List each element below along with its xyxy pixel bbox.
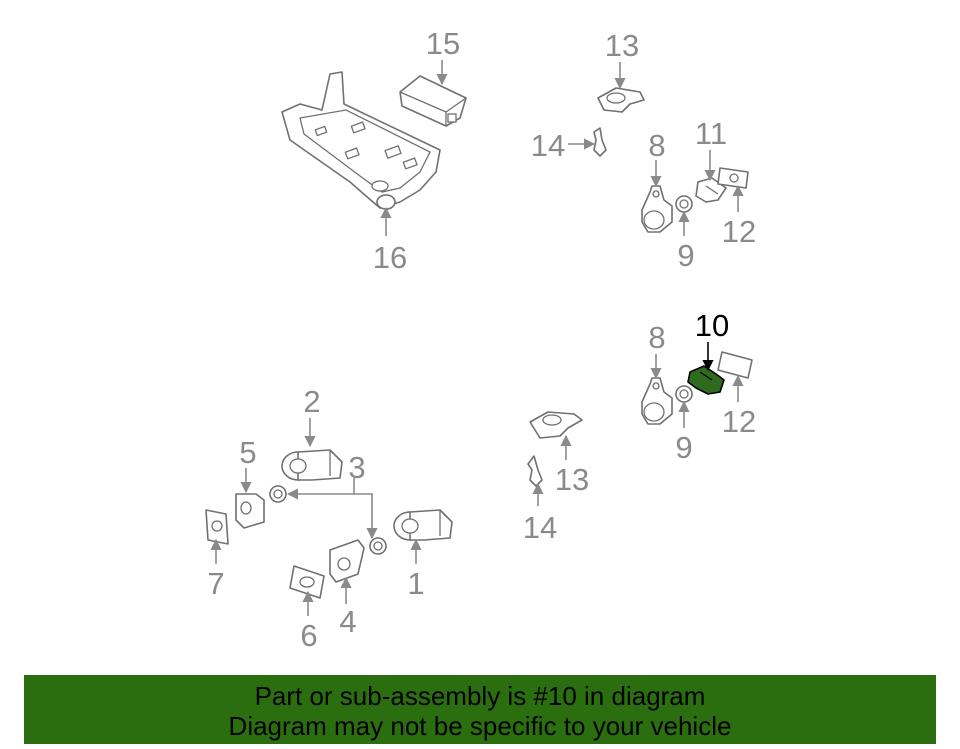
- callout-13-top: 13: [605, 28, 639, 63]
- pad-part-6[interactable]: [289, 565, 325, 599]
- ring-part-9-bottom[interactable]: [675, 385, 693, 403]
- callout-5: 5: [239, 435, 256, 470]
- callout-6: 6: [300, 618, 317, 653]
- sensor-part-1[interactable]: [393, 509, 453, 541]
- parts-diagram: 15 13 14 16 8 11 12 9 10 8 12 9 13 14 2 …: [205, 26, 756, 653]
- callout-14-bottom: 14: [523, 510, 557, 545]
- callout-9-top: 9: [677, 238, 694, 273]
- callout-4: 4: [339, 604, 356, 639]
- callout-9-bottom: 9: [675, 430, 692, 465]
- callout-14-top: 14: [531, 128, 565, 163]
- pad-part-12-bottom[interactable]: [717, 351, 753, 379]
- sensor-part-8-top[interactable]: [641, 185, 673, 233]
- pad-part-12-top[interactable]: [717, 167, 749, 189]
- callout-8-top: 8: [648, 128, 665, 163]
- leader-lines: [210, 60, 744, 616]
- callout-3: 3: [348, 450, 365, 485]
- clip-part-14-top[interactable]: [593, 127, 607, 157]
- callout-8-bottom: 8: [648, 320, 665, 355]
- sensor-holder-part-13-bottom[interactable]: [529, 411, 583, 439]
- callout-labels: 15 13 14 16 8 11 12 9 10 8 12 9 13 14 2 …: [207, 26, 756, 653]
- sensor-part-8-bottom[interactable]: [641, 377, 673, 425]
- callout-12-bottom: 12: [722, 404, 756, 439]
- callout-13-bottom: 13: [555, 462, 589, 497]
- callout-16: 16: [373, 240, 407, 275]
- callout-7: 7: [207, 566, 224, 601]
- bracket-part-4[interactable]: [329, 539, 365, 583]
- callout-1: 1: [407, 566, 424, 601]
- bracket-tray-part-16[interactable]: [281, 71, 441, 210]
- ring-part-9-top[interactable]: [675, 195, 693, 213]
- banner-line-2: Diagram may not be specific to your vehi…: [228, 711, 732, 741]
- callout-15: 15: [426, 26, 460, 61]
- info-banner: Part or sub-assembly is #10 in diagram D…: [24, 675, 936, 744]
- callout-11: 11: [695, 116, 727, 151]
- sensor-part-2[interactable]: [281, 449, 343, 481]
- callout-10-highlighted: 10: [695, 308, 729, 343]
- pad-part-7[interactable]: [205, 509, 229, 545]
- bracket-part-5[interactable]: [235, 493, 265, 529]
- banner-line-1: Part or sub-assembly is #10 in diagram: [254, 681, 706, 711]
- callout-12-top: 12: [722, 214, 756, 249]
- control-module-part-15[interactable]: [399, 75, 467, 127]
- clip-part-14-bottom[interactable]: [527, 455, 543, 487]
- sensor-holder-part-13-top[interactable]: [597, 87, 645, 113]
- ring-part-3[interactable]: [269, 485, 387, 555]
- callout-2: 2: [303, 384, 320, 419]
